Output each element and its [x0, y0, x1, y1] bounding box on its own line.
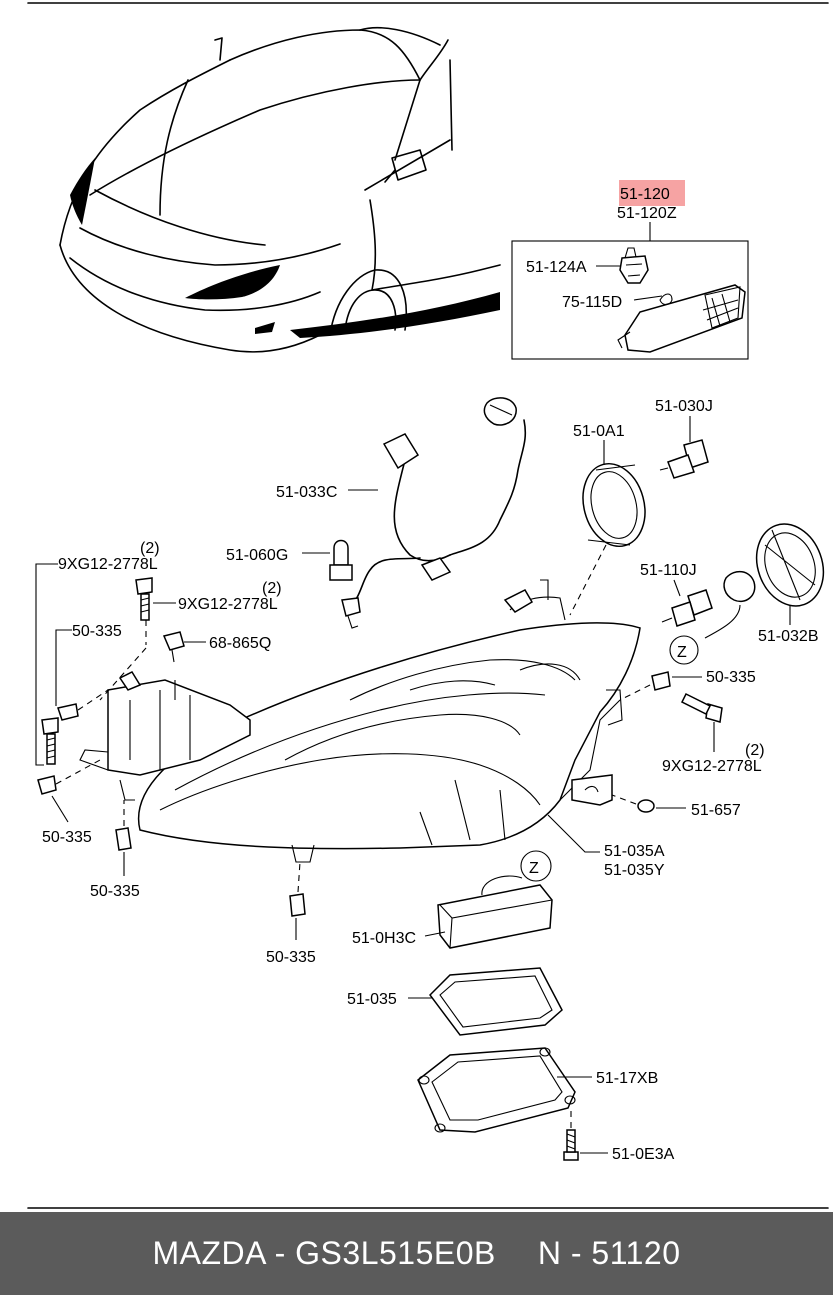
- clip-50-335-bottom-center: [289, 893, 306, 917]
- clip-50-335-lower-left: [37, 775, 57, 795]
- label-51-032b[interactable]: 51-032B: [758, 628, 819, 645]
- footer-reference-number: N - 51120: [537, 1235, 681, 1271]
- clip-50-335-upper-left: [57, 703, 79, 721]
- label-51-17xb[interactable]: 51-17XB: [596, 1070, 658, 1087]
- label-51-030j[interactable]: 51-030J: [655, 398, 713, 415]
- washer-51-657: [637, 799, 655, 813]
- label-9xg12-upper-qty: (2): [262, 580, 282, 597]
- parts-diagram: 51-120 51-120Z 51-124A 75-115D 51-033C 5…: [27, 2, 829, 1209]
- label-51-033c[interactable]: 51-033C: [276, 484, 337, 501]
- z-marker-upper: Z: [669, 635, 699, 665]
- label-51-035y[interactable]: 51-035Y: [604, 862, 665, 879]
- label-51-060g[interactable]: 51-060G: [226, 547, 288, 564]
- bracket-51-17xb: [417, 1047, 576, 1133]
- label-9xg12-left-qty: (2): [140, 540, 160, 557]
- footer-part-number: MAZDA - GS3L515E0B: [152, 1235, 496, 1271]
- label-51-120z[interactable]: 51-120Z: [617, 205, 677, 222]
- label-50-335-upper-left[interactable]: 50-335: [72, 623, 122, 640]
- dust-cover-ring: [582, 462, 646, 548]
- label-51-035[interactable]: 51-035: [347, 991, 397, 1008]
- svg-text:Z: Z: [677, 644, 687, 661]
- label-51-110j[interactable]: 51-110J: [640, 562, 697, 579]
- label-51-0e3a[interactable]: 51-0E3A: [612, 1146, 675, 1163]
- headlamp-bulb-51-030j: [659, 439, 709, 479]
- clip-68-865q: [162, 631, 185, 663]
- headlamp-assembly: [79, 579, 641, 863]
- svg-text:Z: Z: [529, 860, 539, 877]
- bolt-left: [41, 717, 59, 765]
- ballast-unit-51-0h3c: [437, 875, 553, 949]
- label-9xg12-upper[interactable]: 9XG12-2778L: [178, 596, 278, 613]
- side-marker-inset-box: [511, 240, 749, 360]
- gasket-51-035: [429, 967, 563, 1036]
- label-9xg12-right-qty: (2): [745, 742, 765, 759]
- label-50-335-right[interactable]: 50-335: [706, 669, 756, 686]
- label-51-657[interactable]: 51-657: [691, 802, 741, 819]
- label-51-0a1[interactable]: 51-0A1: [573, 423, 625, 440]
- part-number-highlight: [619, 180, 685, 206]
- headlamp-bulb-51-110j: [661, 570, 756, 639]
- label-50-335-lower-left[interactable]: 50-335: [42, 829, 92, 846]
- bolt-upper: [135, 577, 153, 621]
- label-9xg12-right[interactable]: 9XG12-2778L: [662, 758, 762, 775]
- label-75-115d[interactable]: 75-115D: [562, 294, 622, 311]
- side-bulb-51-060g: [329, 539, 353, 581]
- part-reference-footer: MAZDA - GS3L515E0B N - 51120: [0, 1212, 833, 1295]
- wiring-harness: [341, 397, 527, 629]
- rear-cover-51-032b: [755, 523, 825, 607]
- label-51-0h3c[interactable]: 51-0H3C: [352, 930, 416, 947]
- z-marker-lower: Z: [520, 850, 552, 882]
- marker-bulb-socket: [619, 247, 649, 284]
- label-50-335-bottom-left[interactable]: 50-335: [90, 883, 140, 900]
- bolt-right: [680, 692, 723, 723]
- clip-50-335-bottom-left: [115, 827, 132, 851]
- side-marker-lamp: [617, 284, 746, 353]
- label-51-124a[interactable]: 51-124A: [526, 259, 587, 276]
- screw-51-0e3a: [563, 1129, 579, 1161]
- label-50-335-bottom-center[interactable]: 50-335: [266, 949, 316, 966]
- label-68-865q[interactable]: 68-865Q: [209, 635, 271, 652]
- label-51-035a[interactable]: 51-035A: [604, 843, 665, 860]
- label-9xg12-left[interactable]: 9XG12-2778L: [58, 556, 158, 573]
- car-outline: [59, 26, 501, 353]
- clip-50-335-right: [651, 671, 671, 691]
- label-51-120[interactable]: 51-120: [620, 186, 670, 203]
